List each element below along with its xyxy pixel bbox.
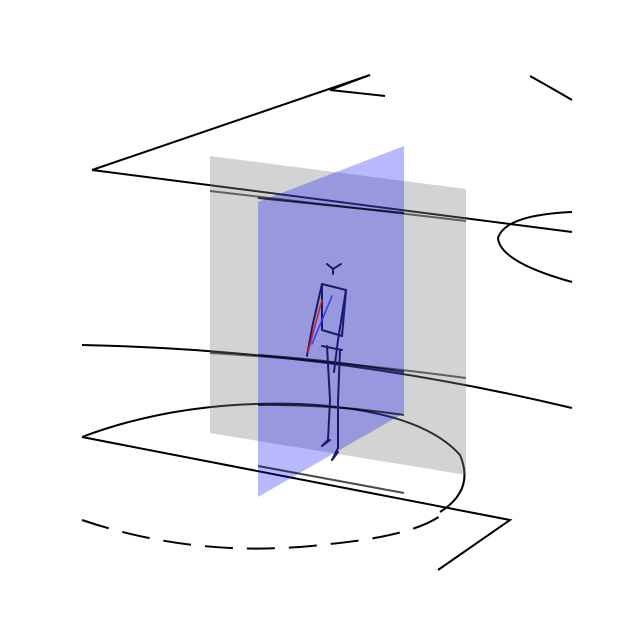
skeleton-hips <box>321 345 343 351</box>
gray-plane <box>210 156 466 475</box>
skeleton-torso <box>321 283 347 337</box>
dashed-arc <box>81 511 446 550</box>
court-long-line <box>91 169 573 233</box>
far-baseline <box>91 74 371 171</box>
right-key-arc <box>496 211 573 283</box>
skeleton-accent-red <box>307 299 323 353</box>
near-lane-line <box>81 436 513 571</box>
skeleton-right-leg <box>331 349 341 461</box>
far-top-arc <box>529 75 573 101</box>
skeleton-feet <box>321 439 339 461</box>
skeleton-figure <box>306 263 347 461</box>
skeleton-head <box>326 263 342 275</box>
skeleton-accent-blue <box>311 295 333 345</box>
blue-plane <box>258 146 404 497</box>
top-sideline <box>329 89 386 97</box>
skeleton-right-arm <box>333 289 347 373</box>
